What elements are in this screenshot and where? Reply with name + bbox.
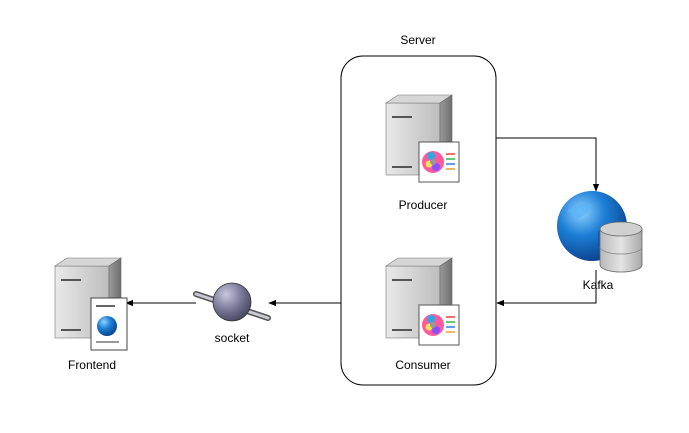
edge-kafka-to-server [496,270,597,307]
kafka-label: Kafka [582,278,614,292]
frontend-node[interactable] [54,257,128,351]
socket-label: socket [214,331,250,345]
consumer-label: Consumer [395,358,451,372]
socket-node[interactable] [193,282,271,322]
server-web-icon [54,257,128,351]
consumer-node[interactable] [385,257,460,346]
server-app-icon [385,257,460,346]
frontend-label: Frontend [67,358,117,372]
edge-server-to-kafka [496,137,600,192]
server-app-icon [385,94,460,183]
globe-database-icon [557,191,643,273]
producer-node[interactable] [385,94,460,183]
server-group [340,55,497,386]
producer-label: Producer [398,198,448,212]
socket-icon [193,282,271,322]
kafka-node[interactable] [557,191,643,273]
server-group-label: Server [400,33,436,47]
